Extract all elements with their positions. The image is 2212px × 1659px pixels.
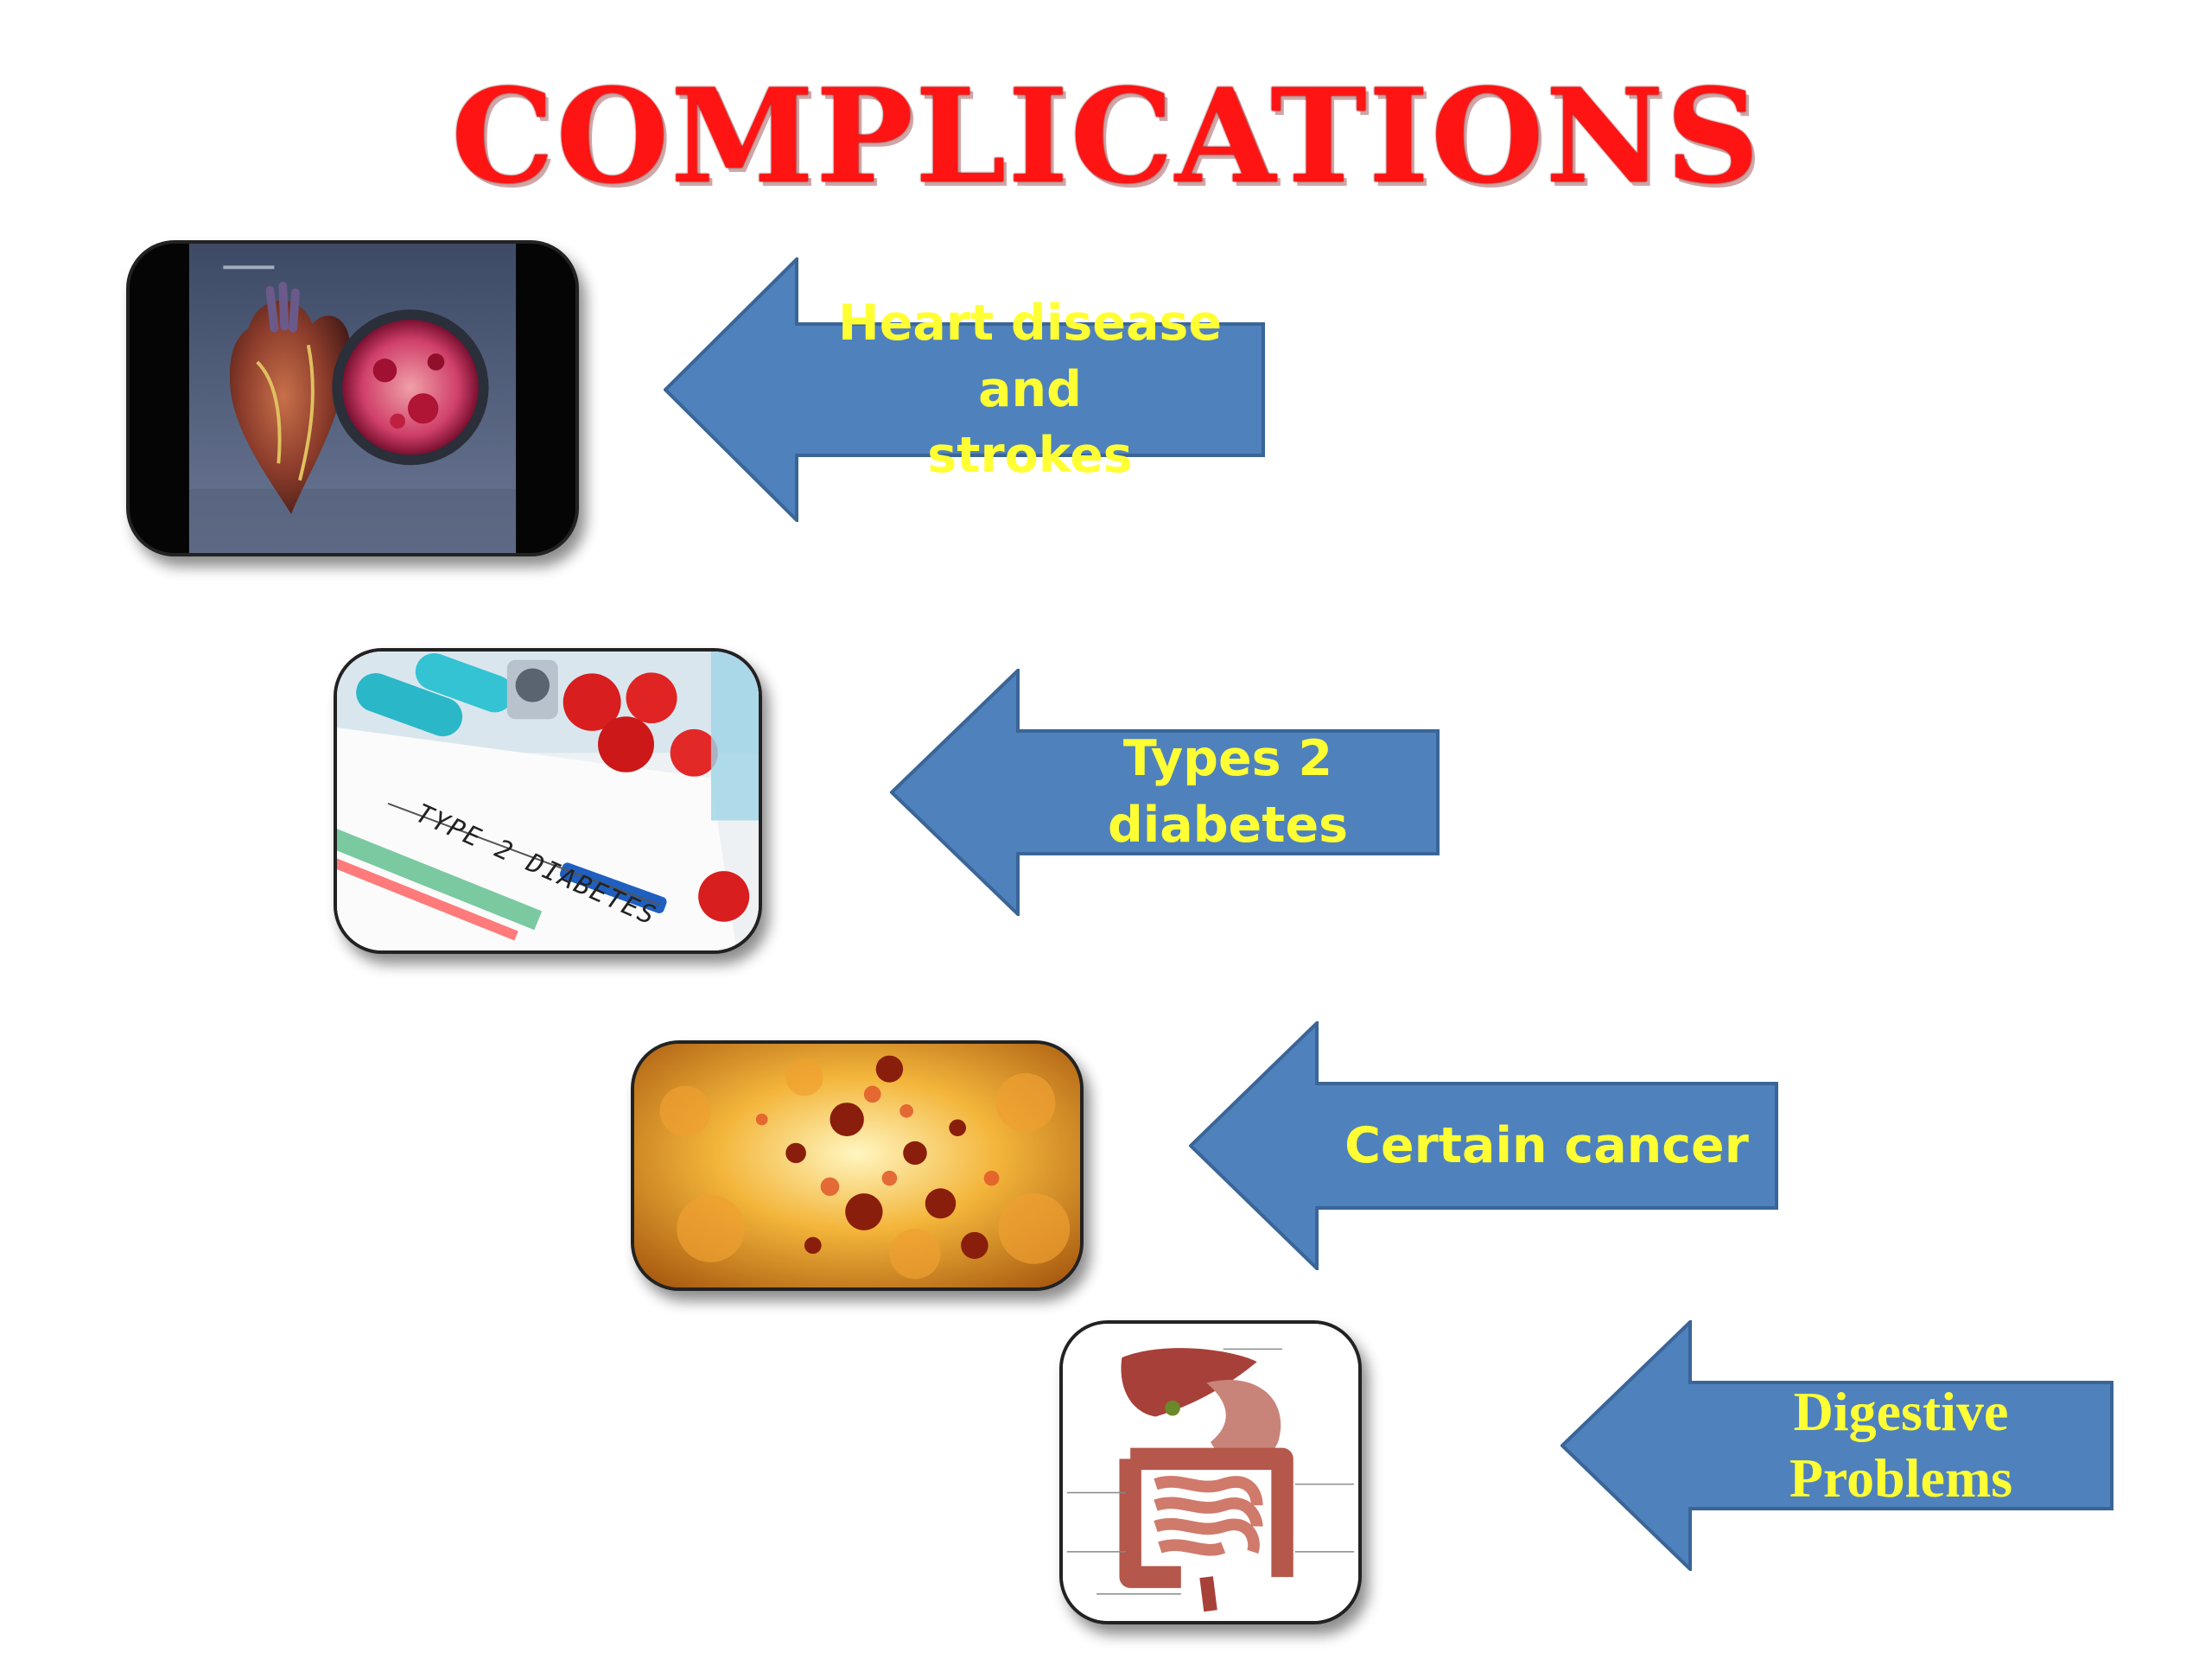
complication-label-line: Types 2 diabetes — [1107, 730, 1349, 854]
heart-image — [126, 240, 579, 556]
complication-label-line: Problems — [1789, 1447, 2013, 1509]
arrow-shape — [890, 669, 1440, 916]
complication-arrow-diabetes: Types 2 diabetes — [890, 669, 1440, 916]
arrow-shape — [1189, 1021, 1778, 1270]
complication-arrow-digestive: Digestive Problems — [1560, 1320, 2113, 1571]
complication-label-digestive: Digestive Problems — [1690, 1381, 2112, 1509]
arrow-shape — [1560, 1320, 2113, 1571]
complication-label-line: Heart disease and — [837, 294, 1222, 418]
diabetes-image: TYPE 2 DIABETES — [334, 648, 762, 954]
complication-label-diabetes: Types 2 diabetes — [1018, 730, 1438, 854]
complication-label-heart: Heart disease and strokes — [797, 295, 1263, 485]
arrow-shape — [664, 257, 1265, 522]
digestive-image — [1059, 1320, 1362, 1624]
complication-label-line: Certain cancer — [1344, 1116, 1749, 1174]
cancer-image — [631, 1040, 1084, 1291]
complication-label-line: Digestive — [1793, 1381, 2009, 1443]
complication-arrow-cancer: Certain cancer — [1189, 1021, 1778, 1270]
page-title: COMPLICATIONS — [451, 60, 1761, 213]
complication-arrow-heart: Heart disease and strokes — [664, 257, 1265, 522]
complication-label-line: strokes — [927, 427, 1133, 485]
complication-label-cancer: Certain cancer — [1317, 1084, 1777, 1208]
